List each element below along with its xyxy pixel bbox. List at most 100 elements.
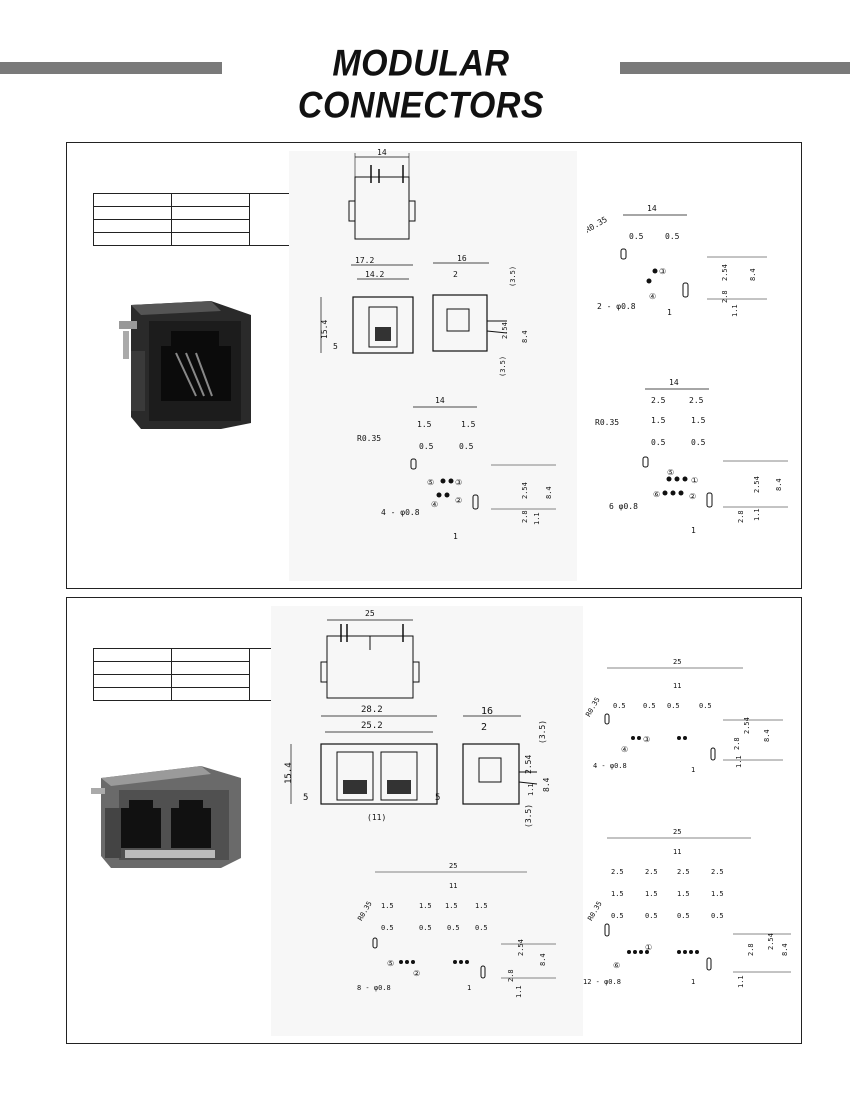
dim-1: 1 [691, 526, 696, 535]
pitch-05b: 0.5 [691, 438, 706, 447]
dim-1: 1 [691, 978, 695, 986]
pitch-15-1: 1.5 [611, 890, 624, 898]
pitch-05-2: 0.5 [643, 702, 656, 710]
dim-8-4: 8.4 [521, 330, 529, 343]
dim-11: 11 [673, 682, 681, 690]
hole-spec: 8 - φ0.8 [357, 984, 391, 992]
dim-2-8: 2.8 [721, 290, 729, 303]
pitch-05-4: 0.5 [699, 702, 712, 710]
dim-2-54: 2.54 [753, 476, 761, 493]
dim-11: 11 [449, 882, 457, 890]
dim-1: 1 [453, 532, 458, 541]
radius-label: R0.35 [595, 418, 619, 427]
pitch-25-3: 2.5 [677, 868, 690, 876]
dim-14-top: 14 [377, 148, 387, 157]
footprint-6pin-dual: 25 11 R0.35 1.5 1.5 1.5 1.5 0.5 0.5 0.5 … [356, 862, 556, 998]
dim-8-4: 8.4 [763, 729, 771, 742]
dim-2-54: 2.54 [743, 717, 751, 734]
spec-table-2 [92, 648, 299, 701]
dim-8-4: 8.4 [775, 478, 783, 491]
pin-2-label: ② [455, 496, 462, 505]
pitch-15-2: 1.5 [645, 890, 658, 898]
pitch-05-2: 0.5 [645, 912, 658, 920]
dim-1-1: 1.1 [737, 975, 745, 988]
dim-2-54: 2.54 [524, 755, 533, 774]
dim-8-4: 8.4 [781, 943, 789, 956]
dim-8-4: 8.4 [545, 486, 553, 499]
pin-5-label: ⑤ [667, 468, 674, 477]
pin-4-label: ④ [621, 745, 628, 754]
radius-label: R0.35 [356, 900, 373, 922]
dim-1: 1 [667, 308, 672, 317]
dim-15-4: 15.4 [320, 320, 329, 339]
dim-14: 14 [647, 204, 657, 213]
radius-label: R0.35 [586, 900, 603, 922]
dim-16: 16 [481, 706, 493, 717]
dim-14: 14 [669, 378, 679, 387]
front-view-top: 14 [348, 148, 416, 240]
page-title: MODULAR CONNECTORS [297, 42, 545, 127]
dim-5a: 5 [303, 793, 308, 803]
dim-1-1: 1.1 [527, 783, 535, 796]
dim-2-54: 2.54 [501, 322, 509, 339]
dim-14: 14 [435, 396, 445, 405]
pitch-25a: 2.5 [651, 396, 666, 405]
pitch-05b: 0.5 [665, 232, 680, 241]
pitch-15b: 1.5 [691, 416, 706, 425]
footprint-4pin-dual: 25 11 R0.35 0.5 0.5 0.5 0.5 ④ ③ 4 - φ0.8… [584, 658, 783, 774]
dim-14-2: 14.2 [365, 270, 384, 279]
dim-16: 16 [457, 254, 467, 263]
dim-1: 1 [467, 984, 471, 992]
hole-spec: 4 - φ0.8 [381, 508, 420, 517]
pin-2-label: ② [413, 969, 420, 978]
dim-3-5a: (3.5) [509, 266, 517, 287]
pitch-15-3: 1.5 [445, 902, 458, 910]
dim-1-1: 1.1 [515, 985, 523, 998]
dim-25: 25 [673, 658, 681, 666]
pitch-05a: 0.5 [419, 442, 434, 451]
pitch-15b: 1.5 [461, 420, 476, 429]
dim-1-1: 1.1 [753, 508, 761, 521]
footprint-8pin-dual: 25 11 2.5 2.5 2.5 2.5 1.5 1.5 1.5 1.5 R0… [583, 828, 791, 988]
front-view-main: 28.2 25.2 15.4 5 5 (11) [284, 705, 440, 822]
pitch-15a: 1.5 [417, 420, 432, 429]
drawing-area-2 [271, 606, 583, 1036]
pin-5-label: ⑤ [427, 478, 434, 487]
dim-5b: 5 [435, 793, 440, 803]
dim-2-8: 2.8 [737, 510, 745, 523]
spec-table-1 [92, 193, 299, 246]
pin-4-label: ④ [431, 500, 438, 509]
footprint-6pin: 14 1.5 1.5 R0.35 0.5 0.5 ⑤ ③ ④ ② 4 - φ0.… [357, 396, 556, 541]
dim-15-4: 15.4 [284, 762, 294, 784]
pitch-05-3: 0.5 [677, 912, 690, 920]
dim-8-4: 8.4 [539, 953, 547, 966]
dim-3-5b: (3.5) [524, 804, 533, 828]
hole-spec: 12 - φ0.8 [583, 978, 621, 986]
pin-6-label: ⑥ [653, 490, 660, 499]
dim-28-2: 28.2 [361, 705, 383, 715]
dim-11: (11) [367, 813, 386, 822]
dim-17-2: 17.2 [355, 256, 374, 265]
dim-2: 2 [481, 722, 487, 733]
pin-3-label: ③ [659, 267, 666, 276]
radius-label: R0.35 [357, 434, 381, 443]
pitch-05-2: 0.5 [419, 924, 432, 932]
dim-25-top: 25 [365, 609, 375, 618]
pitch-15-3: 1.5 [677, 890, 690, 898]
dim-2-8: 2.8 [733, 737, 741, 750]
front-view-main: 17.2 14.2 15.4 5 [320, 256, 414, 354]
pin-3-label: ③ [455, 478, 462, 487]
dim-8-4: 8.4 [749, 268, 757, 281]
dim-2-8: 2.8 [507, 969, 515, 982]
pitch-05-4: 0.5 [475, 924, 488, 932]
pin-2-label: ② [689, 492, 696, 501]
panel-single-jack: 14 17.2 14.2 15.4 5 16 2 (3.5) 2.54 8.4 … [66, 142, 802, 589]
pitch-05-1: 0.5 [611, 912, 624, 920]
dim-3-5a: (3.5) [538, 720, 547, 744]
dim-2-54: 2.54 [767, 933, 775, 950]
pin-1-label: ① [645, 943, 652, 952]
dim-2-54: 2.54 [517, 939, 525, 956]
dim-2-8: 2.8 [747, 943, 755, 956]
dim-11: 11 [673, 848, 681, 856]
radius-label: R0.35 [587, 215, 609, 235]
